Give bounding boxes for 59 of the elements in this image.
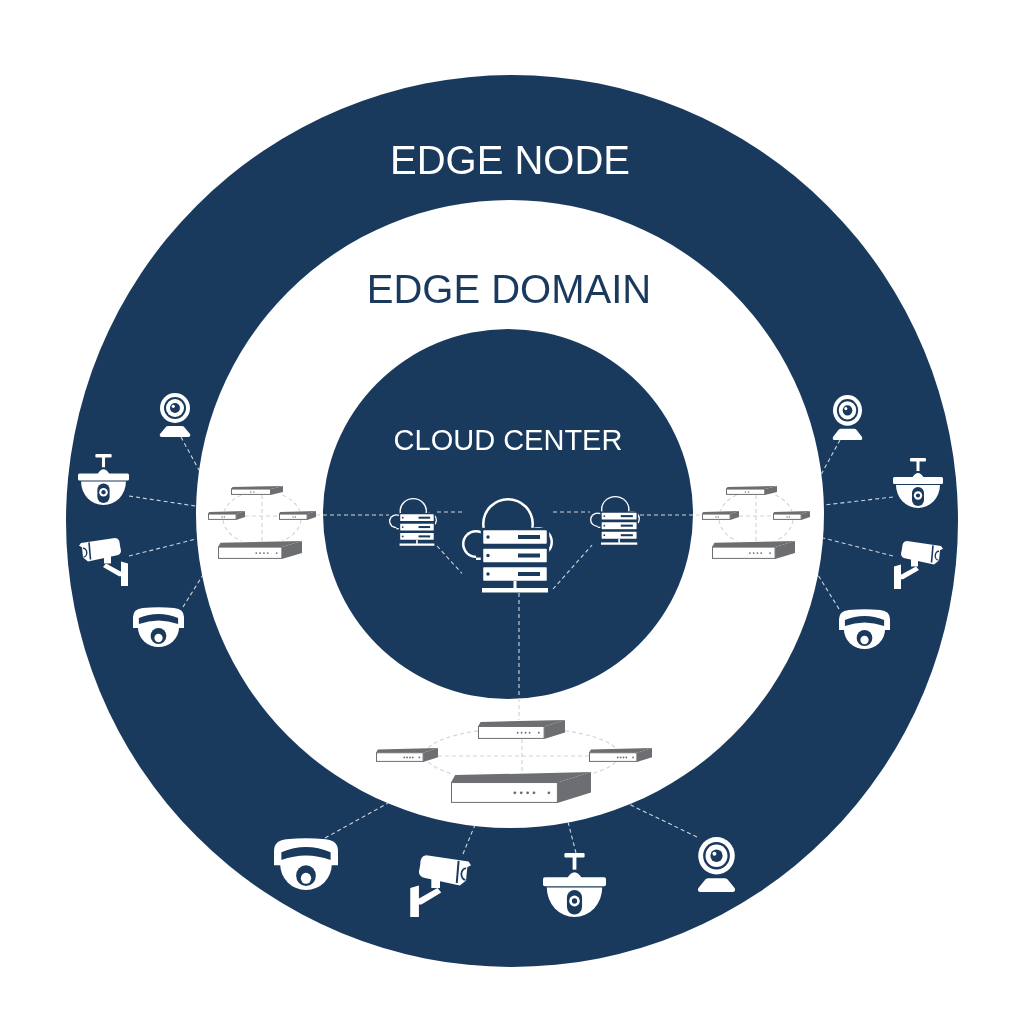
dashed-line: [462, 825, 476, 855]
rack-device-icon: [218, 541, 302, 559]
dashed-line: [823, 496, 894, 506]
dashed-line: [315, 514, 390, 516]
rack-device-icon: [726, 486, 777, 495]
rack-device-icon: [231, 486, 283, 495]
dome-camera-icon: [274, 838, 338, 890]
ceiling-dome-camera-icon: [78, 454, 129, 505]
bullet-camera-icon: [893, 540, 943, 589]
bullet-camera-icon: [409, 854, 471, 917]
dashed-line: [182, 575, 203, 608]
dashed-line: [128, 495, 197, 507]
dashed-line: [518, 592, 520, 721]
cloud-server-icon: [462, 498, 553, 593]
middle-ring-title: EDGE DOMAIN: [366, 267, 652, 311]
dashed-line: [628, 803, 698, 838]
dashed-line: [719, 494, 738, 512]
webcam-icon: [159, 393, 191, 437]
rack-device-icon: [589, 748, 652, 762]
rack-device-icon: [478, 720, 565, 739]
rack-device-icon: [279, 511, 316, 520]
rack-device-icon: [773, 511, 810, 520]
dashed-line: [427, 730, 479, 749]
dashed-line: [180, 436, 200, 471]
rack-device-icon: [702, 511, 739, 520]
rack-device-icon: [712, 541, 795, 559]
dashed-line: [639, 514, 703, 516]
dashed-line: [552, 511, 591, 513]
dashed-line: [552, 544, 593, 590]
dashed-line: [223, 494, 243, 512]
webcam-icon: [697, 837, 736, 892]
dashed-line: [774, 494, 793, 512]
dome-camera-icon: [133, 607, 184, 647]
dashed-line: [436, 545, 463, 575]
dashed-line: [324, 802, 389, 839]
ceiling-dome-camera-icon: [543, 853, 606, 917]
dashed-line: [222, 519, 243, 542]
dashed-line: [820, 439, 841, 475]
dashed-line: [567, 822, 577, 854]
dashed-line: [427, 761, 452, 774]
dashed-line: [774, 519, 794, 542]
dashed-line: [436, 511, 463, 513]
inner-circle-title: CLOUD CENTER: [393, 425, 623, 457]
ceiling-dome-camera-icon: [893, 458, 943, 508]
dashed-line: [281, 494, 301, 512]
dashed-line: [718, 519, 738, 542]
dashed-line: [564, 730, 617, 749]
dashed-line: [817, 574, 840, 610]
rack-device-icon: [208, 511, 245, 520]
dashed-line: [822, 537, 894, 557]
rack-device-icon: [376, 748, 438, 762]
dashed-line: [281, 519, 302, 542]
cloud-server-icon: [389, 498, 437, 546]
outer-ring-title: EDGE NODE: [390, 138, 630, 182]
rack-device-icon: [451, 772, 591, 803]
dome-camera-icon: [839, 609, 890, 649]
webcam-icon: [832, 395, 863, 440]
bullet-camera-icon: [79, 537, 129, 586]
cloud-server-icon: [590, 496, 640, 545]
